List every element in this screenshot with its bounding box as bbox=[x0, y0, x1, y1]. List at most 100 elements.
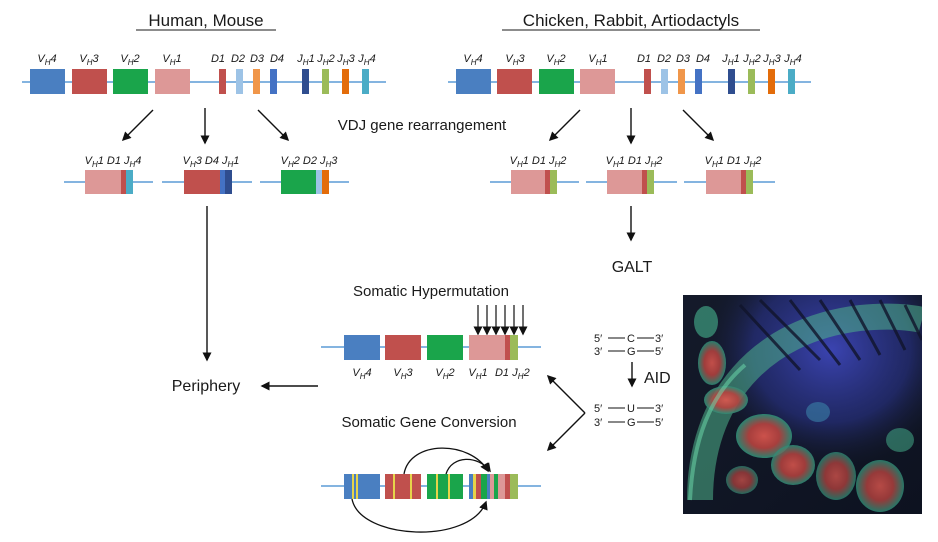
vh3-segment bbox=[385, 335, 421, 360]
segment-label: D1 bbox=[637, 53, 651, 65]
vh3-segment bbox=[385, 474, 421, 499]
micrograph-cell bbox=[816, 452, 856, 500]
gene-conversion-arrows bbox=[351, 447, 491, 533]
converted-tract bbox=[481, 474, 487, 499]
jh3-segment bbox=[342, 69, 349, 94]
arrow-branch-up bbox=[546, 374, 586, 414]
d4-segment bbox=[270, 69, 277, 94]
gene-conversion-gene bbox=[321, 474, 541, 499]
segment-label: VH4 bbox=[463, 53, 482, 67]
segment-label: D3 bbox=[250, 53, 265, 65]
segment-label: VH4 bbox=[352, 367, 371, 381]
vdj-label: VDJ gene rearrangement bbox=[338, 117, 507, 134]
germline-locus-left bbox=[22, 69, 386, 94]
galt-micrograph bbox=[683, 295, 922, 514]
jh4-segment bbox=[362, 69, 369, 94]
germline-labels-right: VH4 VH3 VH2 VH1 D1 D2 D3 D4 JH1 JH2 JH3 … bbox=[463, 53, 801, 67]
segment-label: D1 bbox=[495, 367, 509, 379]
vh3-segment bbox=[184, 170, 220, 194]
vh2-segment bbox=[427, 474, 463, 499]
jh2-segment bbox=[748, 69, 755, 94]
d1-segment bbox=[121, 170, 126, 194]
converted-tract bbox=[494, 474, 498, 499]
segment-label: VH3 bbox=[505, 53, 525, 67]
segment-label: D4 bbox=[270, 53, 284, 65]
arrow-right-1 bbox=[548, 109, 581, 142]
vh3-stripe bbox=[410, 474, 412, 499]
d1-segment bbox=[505, 335, 510, 360]
conversion-arrow-vh2 bbox=[445, 458, 491, 475]
segment-label: VH1 bbox=[162, 53, 181, 67]
d1-segment bbox=[505, 474, 510, 499]
d2-segment bbox=[316, 170, 322, 194]
segment-label: JH2 bbox=[742, 53, 760, 67]
segment-label: D1 bbox=[211, 53, 225, 65]
micrograph-cell bbox=[726, 466, 758, 494]
segment-label: VH3 bbox=[393, 367, 413, 381]
segment-label: VH2 bbox=[435, 367, 454, 381]
jh4-segment bbox=[126, 170, 133, 194]
three-prime-top: 3′ bbox=[655, 403, 663, 415]
three-prime-top: 3′ bbox=[655, 333, 663, 345]
d3-segment bbox=[678, 69, 685, 94]
base-g: G bbox=[627, 346, 636, 358]
vh2-stripe bbox=[436, 474, 438, 499]
segment-label: VH4 bbox=[37, 53, 56, 67]
converted-tract bbox=[469, 474, 473, 499]
segment-label: JH2 bbox=[316, 53, 334, 67]
arrow-left-1 bbox=[121, 109, 154, 142]
micrograph-cell bbox=[856, 460, 904, 512]
jh1-segment bbox=[728, 69, 735, 94]
segment-label: VH2 bbox=[120, 53, 139, 67]
d1-segment bbox=[741, 170, 746, 194]
d2-segment bbox=[236, 69, 243, 94]
jh2-segment bbox=[647, 170, 654, 194]
vh4-segment bbox=[30, 69, 65, 94]
segment-label: VH1 bbox=[468, 367, 487, 381]
base-c: C bbox=[627, 333, 635, 345]
segment-label: JH4 bbox=[783, 53, 801, 67]
hypermutation-labels: VH4 VH3 VH2 VH1 D1 JH2 bbox=[352, 367, 529, 381]
jh2-segment bbox=[550, 170, 557, 194]
micrograph-crypts bbox=[738, 298, 922, 372]
d1-segment bbox=[545, 170, 550, 194]
segment-label: VH3 bbox=[79, 53, 99, 67]
arrow-left-3 bbox=[257, 109, 290, 142]
five-prime-top: 5′ bbox=[594, 333, 602, 345]
jh1-segment bbox=[225, 170, 232, 194]
vh4-segment bbox=[456, 69, 491, 94]
conversion-arrow-vh4 bbox=[351, 498, 488, 533]
converted-tract bbox=[487, 474, 490, 499]
micrograph-cell bbox=[704, 386, 748, 414]
vh2-stripe bbox=[448, 474, 450, 499]
vh1-segment bbox=[511, 170, 545, 194]
vh4-segment bbox=[344, 335, 380, 360]
right-title: Chicken, Rabbit, Artiodactyls bbox=[523, 11, 739, 30]
d2-segment bbox=[661, 69, 668, 94]
galt-label: GALT bbox=[612, 259, 653, 276]
three-prime-bottom: 3′ bbox=[594, 346, 602, 358]
d3-segment bbox=[253, 69, 260, 94]
segment-label: JH3 bbox=[762, 53, 781, 67]
converted-tract bbox=[473, 474, 476, 499]
conversion-arrow-vh3 bbox=[403, 447, 489, 475]
segment-label: JH2 bbox=[511, 367, 529, 381]
micrograph-green-rim bbox=[688, 363, 747, 501]
vh4-segment bbox=[344, 474, 380, 499]
jh4-segment bbox=[788, 69, 795, 94]
d1-segment bbox=[644, 69, 651, 94]
jh2-segment bbox=[322, 69, 329, 94]
segment-label: D3 bbox=[676, 53, 691, 65]
segment-label: D4 bbox=[696, 53, 710, 65]
jh2-segment bbox=[510, 335, 518, 360]
five-prime-bottom: 5′ bbox=[655, 346, 663, 358]
